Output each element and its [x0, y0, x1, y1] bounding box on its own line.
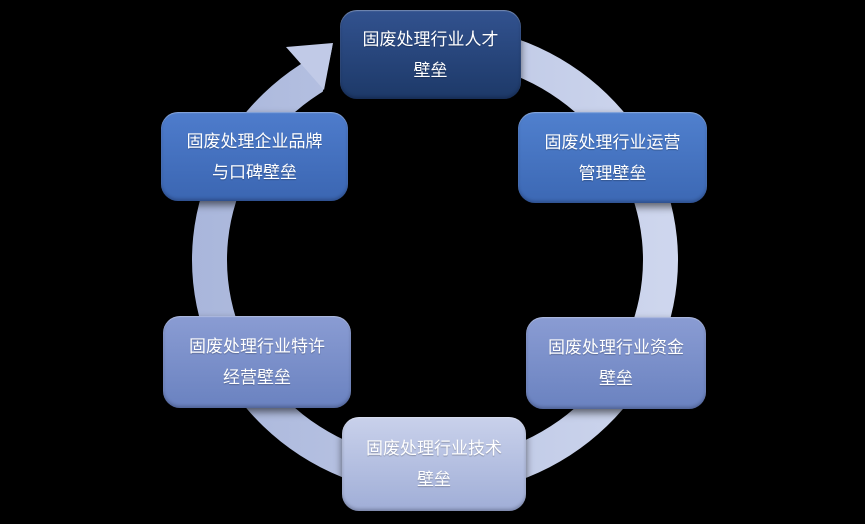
cycle-arrowhead-icon — [286, 43, 333, 90]
cycle-node-franchise: 固废处理行业特许 经营壁垒 — [163, 316, 351, 408]
cycle-node-capital: 固废处理行业资金 壁垒 — [526, 317, 706, 409]
cycle-node-brand: 固废处理企业品牌 与口碑壁垒 — [161, 112, 348, 201]
cycle-node-label: 固废处理行业特许 经营壁垒 — [189, 337, 325, 387]
cycle-node-label: 固废处理行业人才 壁垒 — [362, 29, 499, 80]
cycle-node-label: 固废处理行业运营 管理壁垒 — [544, 132, 681, 183]
cycle-node-label: 固废处理行业资金 壁垒 — [548, 338, 684, 388]
cycle-node-operations: 固废处理行业运营 管理壁垒 — [518, 112, 707, 203]
cycle-node-label: 固废处理企业品牌 与口碑壁垒 — [186, 131, 323, 182]
cycle-node-label: 固废处理行业技术 壁垒 — [366, 439, 502, 489]
cycle-node-talent: 固废处理行业人才 壁垒 — [340, 10, 521, 99]
cycle-node-technology: 固废处理行业技术 壁垒 — [342, 417, 526, 511]
